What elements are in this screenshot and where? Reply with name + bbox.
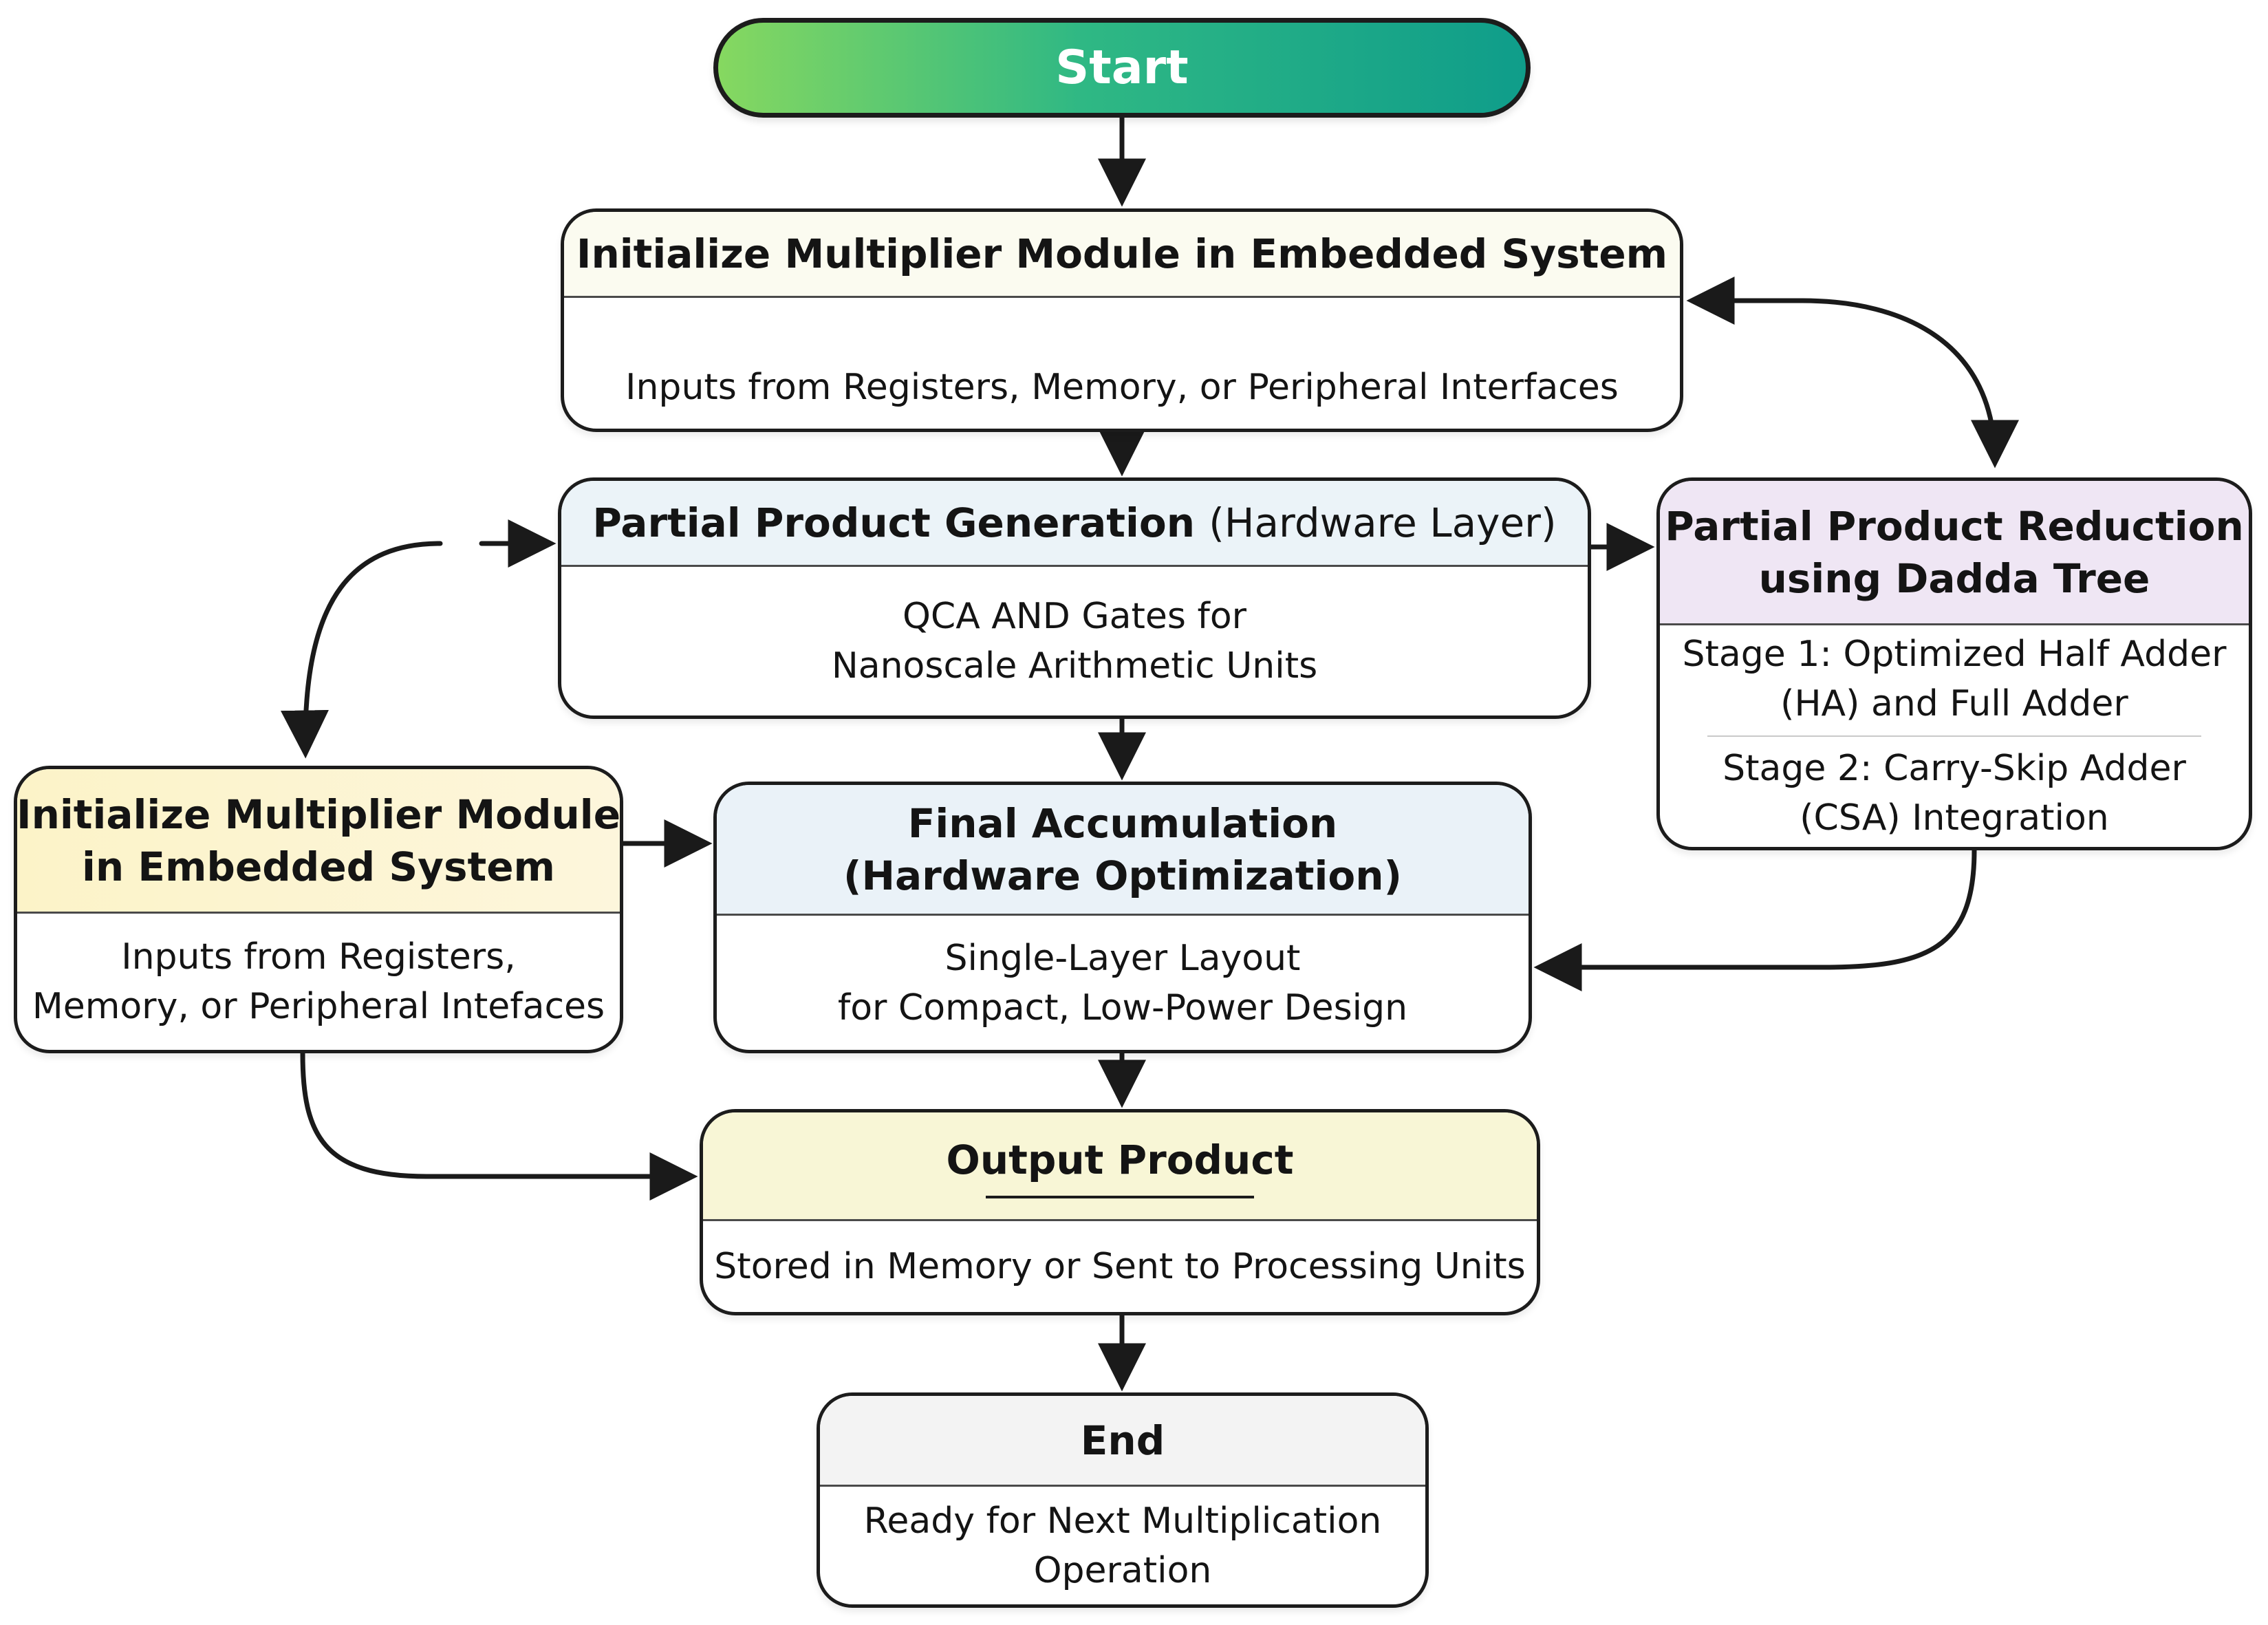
final-accumulation-line2: for Compact, Low-Power Design	[837, 987, 1408, 1029]
init-module-left-header: Initialize Multiplier Module in Embedded…	[17, 769, 620, 914]
ppr-stage-divider	[1707, 735, 2202, 737]
init-module-left-body: Inputs from Registers, Memory, or Periph…	[17, 914, 620, 1050]
end-header: End	[820, 1396, 1425, 1487]
ppg-line1: QCA AND Gates for	[902, 596, 1247, 637]
ppg-header: Partial Product Generation (Hardware Lay…	[561, 481, 1588, 567]
ppg-body: QCA AND Gates for Nanoscale Arithmetic U…	[561, 567, 1588, 715]
output-product-underline	[986, 1195, 1254, 1198]
start-terminal: Start	[713, 18, 1531, 118]
init-module-left-title-line2: in Embedded System	[82, 843, 555, 890]
end-title: End	[1080, 1417, 1165, 1464]
ppr-stage-2: Stage 2: Carry-Skip Adder (CSA) Integrat…	[1674, 744, 2235, 843]
final-accumulation-title-line2: (Hardware Optimization)	[843, 852, 1403, 899]
end-terminal-box: End Ready for Next Multiplication Operat…	[817, 1392, 1429, 1608]
partial-product-generation-box: Partial Product Generation (Hardware Lay…	[558, 477, 1591, 719]
init-module-left-line1: Inputs from Registers,	[121, 936, 516, 978]
ppr-header: Partial Product Reduction using Dadda Tr…	[1660, 481, 2249, 625]
init-module-top-header: Initialize Multiplier Module in Embedded…	[564, 212, 1680, 298]
init-module-left-box: Initialize Multiplier Module in Embedded…	[14, 766, 623, 1053]
output-product-subtitle: Stored in Memory or Sent to Processing U…	[714, 1246, 1526, 1287]
final-accumulation-line1: Single-Layer Layout	[944, 937, 1301, 979]
final-accumulation-box: Final Accumulation (Hardware Optimizatio…	[713, 782, 1532, 1053]
final-accumulation-body: Single-Layer Layout for Compact, Low-Pow…	[717, 916, 1529, 1050]
init-module-top-box: Initialize Multiplier Module in Embedded…	[561, 208, 1683, 432]
ppr-stage1-line2: (HA) and Full Adder	[1780, 683, 2128, 724]
ppg-title-row: Partial Product Generation (Hardware Lay…	[592, 497, 1556, 549]
arrow-init-to-ppr-curve	[1691, 298, 2019, 469]
start-label: Start	[1055, 41, 1189, 95]
ppr-stage2-line1: Stage 2: Carry-Skip Adder	[1722, 748, 2186, 789]
output-product-header: Output Product	[703, 1112, 1537, 1221]
init-module-top-title: Initialize Multiplier Module in Embedded…	[576, 230, 1668, 277]
output-product-box: Output Product Stored in Memory or Sent …	[700, 1109, 1540, 1315]
partial-product-reduction-box: Partial Product Reduction using Dadda Tr…	[1656, 477, 2252, 850]
output-product-body: Stored in Memory or Sent to Processing U…	[703, 1221, 1537, 1312]
end-body: Ready for Next Multiplication Operation	[820, 1487, 1425, 1604]
arrow-left-to-output-curve	[300, 1051, 698, 1201]
ppr-title-line2: using Dadda Tree	[1758, 555, 2150, 602]
ppg-title: Partial Product Generation	[592, 499, 1195, 546]
init-module-left-title-line1: Initialize Multiplier Module	[16, 790, 621, 838]
arrow-ppr-to-final-curve	[1533, 848, 1977, 991]
init-module-left-line2: Memory, or Peripheral Intefaces	[32, 986, 605, 1027]
end-line2: Operation	[1033, 1549, 1212, 1591]
final-accumulation-title-line1: Final Accumulation	[907, 799, 1338, 847]
init-module-top-body: Inputs from Registers, Memory, or Periph…	[564, 298, 1680, 429]
final-accumulation-header: Final Accumulation (Hardware Optimizatio…	[717, 785, 1529, 916]
output-product-title: Output Product	[946, 1136, 1294, 1183]
init-module-top-subtitle: Inputs from Registers, Memory, or Periph…	[625, 367, 1619, 408]
ppr-stage1-line1: Stage 1: Optimized Half Adder	[1682, 634, 2227, 675]
ppr-stage-1: Stage 1: Optimized Half Adder (HA) and F…	[1674, 629, 2235, 729]
ppr-body: Stage 1: Optimized Half Adder (HA) and F…	[1660, 625, 2249, 847]
ppg-line2: Nanoscale Arithmetic Units	[831, 645, 1318, 687]
ppr-title-line1: Partial Product Reduction	[1665, 502, 2244, 550]
ppg-title-suffix: (Hardware Layer)	[1209, 499, 1557, 546]
arrow-ppg-to-left-curve	[281, 541, 443, 759]
end-line1: Ready for Next Multiplication	[863, 1500, 1382, 1542]
ppr-stage2-line2: (CSA) Integration	[1800, 797, 2109, 839]
